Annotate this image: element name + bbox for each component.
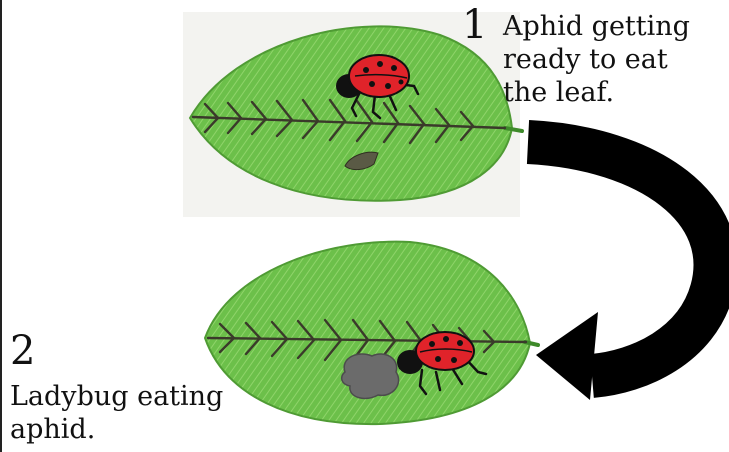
curved-arrow-icon — [528, 142, 716, 400]
step-2-caption-line: aphid. — [10, 413, 240, 446]
step-1-number: 1 — [462, 5, 487, 45]
step-2-caption-line: Ladybug eating — [10, 380, 240, 413]
eaten-aphid-icon — [342, 354, 399, 398]
step-2-caption: Ladybug eating aphid. — [10, 380, 240, 446]
step-1-caption-line: ready to eat — [503, 43, 723, 76]
leaf-2 — [205, 242, 538, 424]
step-1-caption: Aphid getting ready to eat the leaf. — [503, 10, 723, 109]
step-1-caption-line: the leaf. — [503, 76, 723, 109]
step-1-caption-line: Aphid getting — [503, 10, 723, 43]
step-2-number: 2 — [10, 331, 35, 371]
